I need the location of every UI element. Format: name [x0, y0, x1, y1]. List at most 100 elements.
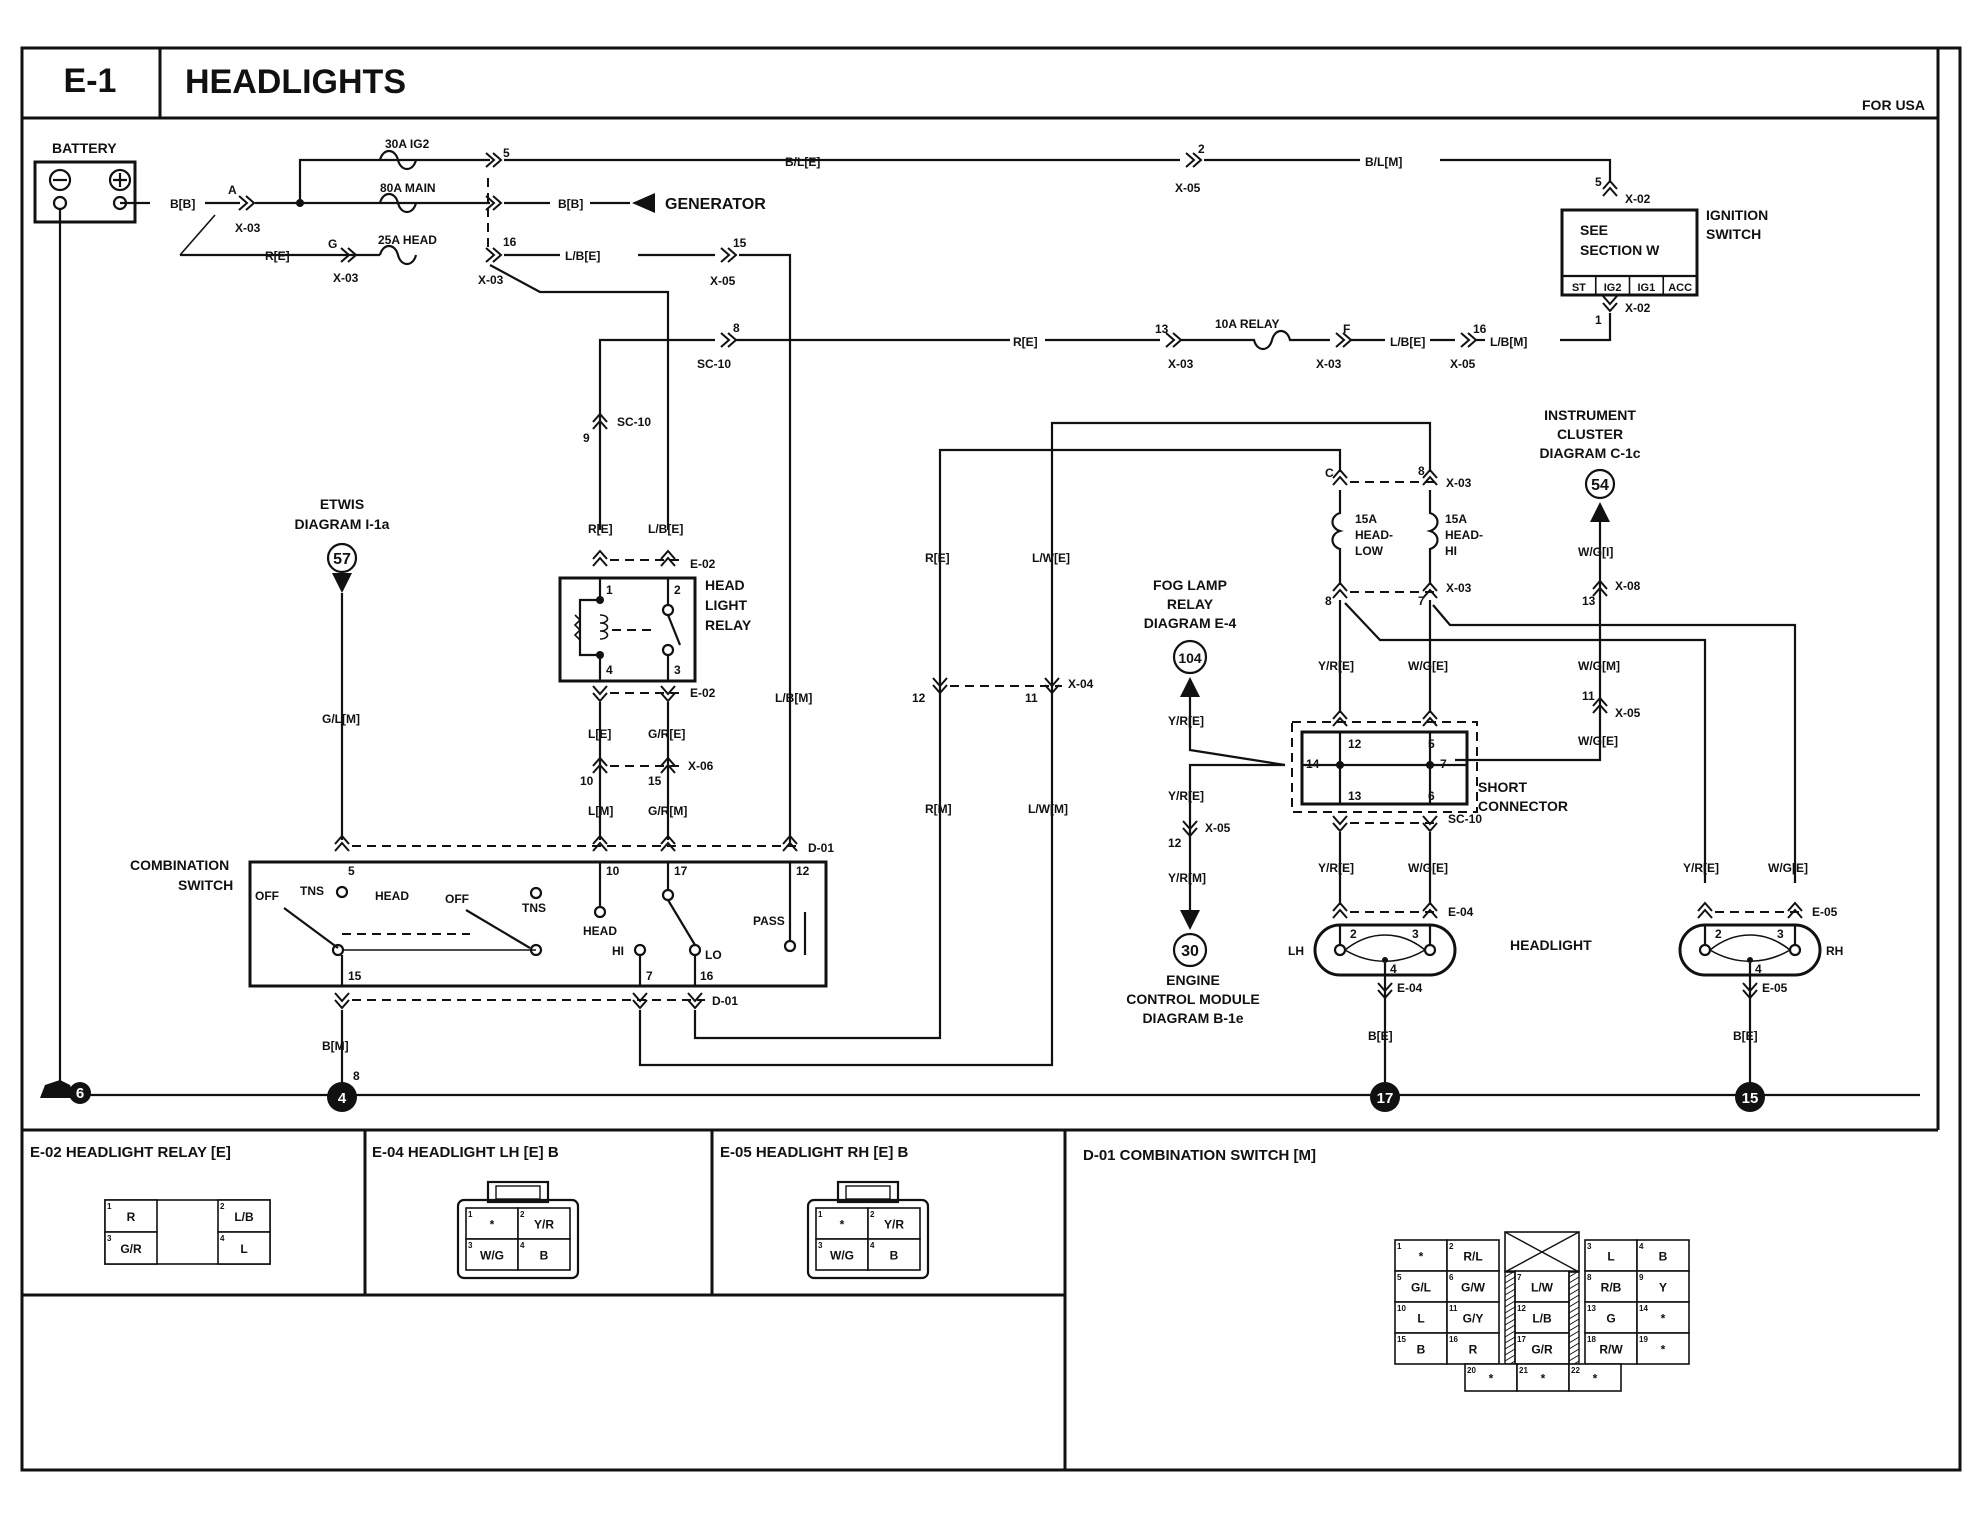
svg-text:E-02 HEADLIGHT RELAY [E]: E-02 HEADLIGHT RELAY [E]	[30, 1144, 231, 1161]
svg-text:Y: Y	[1659, 1281, 1667, 1295]
svg-text:6: 6	[76, 1085, 84, 1102]
e05-connector-face: 1*2Y/R3W/G4B	[806, 1180, 930, 1280]
svg-text:HEAD-: HEAD-	[1445, 528, 1483, 542]
svg-text:B/L[E]: B/L[E]	[785, 155, 820, 169]
svg-text:3: 3	[1587, 1242, 1592, 1251]
svg-text:X-08: X-08	[1615, 579, 1641, 593]
svg-text:A: A	[228, 183, 237, 197]
svg-text:16: 16	[1473, 322, 1487, 336]
svg-text:W/G[E]: W/G[E]	[1768, 861, 1808, 875]
svg-text:Y/R[E]: Y/R[E]	[1168, 714, 1204, 728]
ignition-terminal-label: ST	[1572, 282, 1586, 294]
svg-text:LO: LO	[705, 948, 722, 962]
e02-cell: 1R	[104, 1199, 158, 1233]
d01-cell: 21*	[1516, 1363, 1570, 1392]
svg-text:X-05: X-05	[1205, 821, 1231, 835]
svg-text:18: 18	[1587, 1335, 1596, 1344]
svg-text:R[E]: R[E]	[588, 522, 613, 536]
svg-text:G/L: G/L	[1411, 1281, 1431, 1295]
svg-text:7: 7	[1418, 594, 1425, 608]
d01-cell: 15B	[1394, 1332, 1448, 1365]
svg-text:2: 2	[674, 583, 681, 597]
svg-text:8: 8	[1418, 464, 1425, 478]
etwis-arrow-icon	[332, 573, 352, 593]
svg-text:8: 8	[1587, 1273, 1592, 1282]
e04-grid-cell: 3W/G	[465, 1238, 519, 1271]
svg-text:20: 20	[1467, 1366, 1476, 1375]
svg-text:L/W[M]: L/W[M]	[1028, 802, 1068, 816]
svg-text:*: *	[1593, 1372, 1598, 1386]
svg-text:R[M]: R[M]	[925, 802, 952, 816]
svg-text:E-04: E-04	[1397, 981, 1423, 995]
svg-text:13: 13	[1155, 322, 1169, 336]
svg-text:HEAD-: HEAD-	[1355, 528, 1393, 542]
svg-text:1: 1	[468, 1210, 473, 1219]
svg-text:B[M]: B[M]	[322, 1039, 349, 1053]
d01-cell: 10L	[1394, 1301, 1448, 1334]
svg-text:7: 7	[1440, 757, 1447, 771]
svg-text:19: 19	[1639, 1335, 1648, 1344]
svg-text:X-03: X-03	[478, 273, 504, 287]
ignition-terminal-label: ACC	[1668, 282, 1692, 294]
svg-text:W/G: W/G	[830, 1249, 854, 1263]
ignition-switch: SEE SECTION W IGNITION SWITCH	[1560, 207, 1768, 297]
e05-grid-cell: 3W/G	[815, 1238, 869, 1271]
svg-text:2: 2	[520, 1210, 525, 1219]
svg-text:L/B: L/B	[234, 1210, 254, 1224]
svg-text:X-05: X-05	[1615, 706, 1641, 720]
svg-text:B: B	[1659, 1250, 1668, 1264]
svg-text:4: 4	[520, 1241, 525, 1250]
svg-text:11: 11	[1449, 1304, 1458, 1313]
svg-text:E-02: E-02	[690, 557, 716, 571]
svg-text:B/L[M]: B/L[M]	[1365, 155, 1402, 169]
svg-text:W/G[I]: W/G[I]	[1578, 545, 1613, 559]
svg-text:L: L	[240, 1242, 247, 1256]
svg-text:DIAGRAM E-4: DIAGRAM E-4	[1144, 615, 1237, 631]
svg-text:15: 15	[1742, 1090, 1759, 1107]
svg-text:BATTERY: BATTERY	[52, 140, 117, 156]
svg-text:TNS: TNS	[522, 901, 546, 915]
svg-text:*: *	[490, 1218, 495, 1232]
ground-6: 6	[40, 1080, 91, 1104]
svg-text:1: 1	[107, 1202, 112, 1211]
svg-text:W/G[M]: W/G[M]	[1578, 659, 1620, 673]
svg-text:5: 5	[348, 864, 355, 878]
d01-cell: 11G/Y	[1446, 1301, 1500, 1334]
svg-text:15A: 15A	[1445, 512, 1467, 526]
svg-text:COMBINATION: COMBINATION	[130, 857, 229, 873]
svg-text:SC-10: SC-10	[617, 415, 651, 429]
svg-text:D-01: D-01	[808, 841, 834, 855]
svg-text:SHORT: SHORT	[1478, 779, 1527, 795]
svg-text:SECTION W: SECTION W	[1580, 242, 1660, 258]
svg-text:15: 15	[648, 774, 662, 788]
d01-cell: 19*	[1636, 1332, 1690, 1365]
short-connector	[1291, 721, 1478, 813]
svg-text:22: 22	[1571, 1366, 1580, 1375]
svg-text:X-05: X-05	[1175, 181, 1201, 195]
svg-text:12: 12	[1348, 737, 1362, 751]
svg-text:D-01 COMBINATION SWITCH [M]: D-01 COMBINATION SWITCH [M]	[1083, 1147, 1316, 1164]
svg-text:SWITCH: SWITCH	[178, 877, 233, 893]
d01-cell: 1*	[1394, 1239, 1448, 1272]
svg-text:3: 3	[674, 663, 681, 677]
ignition-terminal-label: IG1	[1638, 282, 1656, 294]
svg-text:17: 17	[1517, 1335, 1526, 1344]
svg-text:1: 1	[818, 1210, 823, 1219]
svg-text:RELAY: RELAY	[705, 617, 752, 633]
svg-text:R/B: R/B	[1601, 1281, 1622, 1295]
d01-cell: 2R/L	[1446, 1239, 1500, 1272]
svg-text:15: 15	[1397, 1335, 1406, 1344]
svg-text:12: 12	[796, 864, 810, 878]
svg-text:3: 3	[818, 1241, 823, 1250]
svg-text:RH: RH	[1826, 944, 1843, 958]
svg-text:B: B	[1417, 1343, 1426, 1357]
svg-text:16: 16	[503, 235, 517, 249]
svg-text:5: 5	[503, 146, 510, 160]
svg-text:X-02: X-02	[1625, 192, 1651, 206]
svg-text:10A RELAY: 10A RELAY	[1215, 317, 1279, 331]
sheet-frame	[20, 46, 1962, 1472]
svg-text:7: 7	[1517, 1273, 1522, 1282]
svg-text:104: 104	[1178, 650, 1202, 666]
svg-text:9: 9	[1639, 1273, 1644, 1282]
